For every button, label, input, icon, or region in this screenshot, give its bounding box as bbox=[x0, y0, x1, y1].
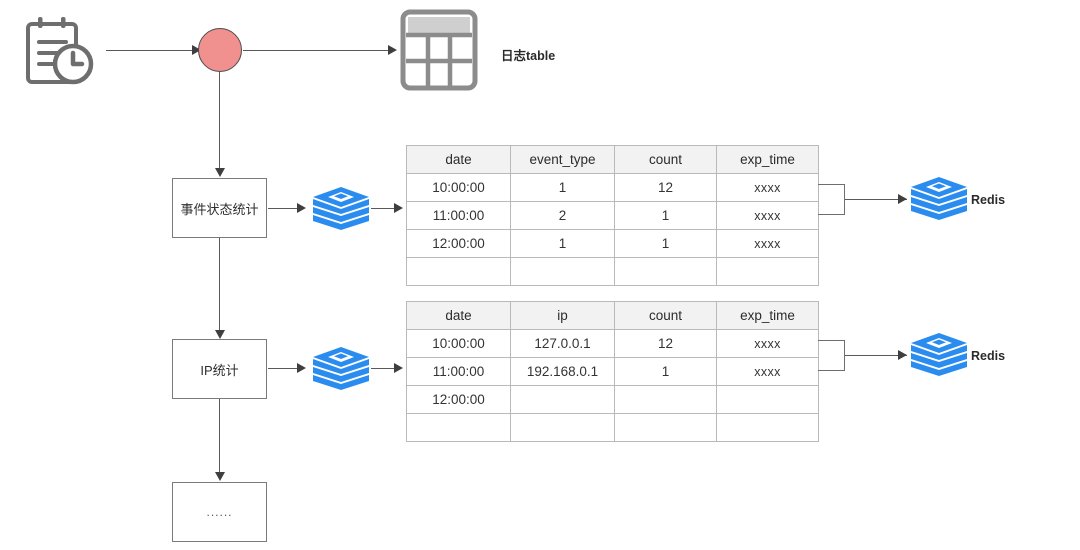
arrowhead-to-process-2 bbox=[214, 330, 225, 339]
bracket-connector-2 bbox=[818, 340, 845, 371]
connector-process1-to-redis1 bbox=[268, 208, 300, 209]
connector-process2-to-redis2 bbox=[268, 368, 300, 369]
table-row: 12:00:00 1 1 xxxx bbox=[406, 229, 819, 258]
arrowhead-to-process-1 bbox=[214, 168, 225, 177]
table-cell: xxxx bbox=[716, 329, 819, 358]
redis-store-icon-2 bbox=[910, 329, 968, 381]
table-header-cell: event_type bbox=[510, 145, 615, 174]
table-cell: 127.0.0.1 bbox=[510, 329, 615, 358]
table-header-cell: date bbox=[406, 301, 511, 330]
red-circle-node[interactable] bbox=[198, 28, 242, 72]
connector-redis1-to-table1 bbox=[371, 208, 397, 209]
table-cell bbox=[716, 385, 819, 414]
table-header-cell: ip bbox=[510, 301, 615, 330]
redis-store-label-2: Redis bbox=[971, 349, 1006, 363]
connector-process-1-to-2 bbox=[219, 238, 220, 331]
table-header-cell: exp_time bbox=[716, 301, 819, 330]
table-cell: xxxx bbox=[716, 201, 819, 230]
table-cell: 11:00:00 bbox=[406, 357, 511, 386]
arrowhead-to-process-3 bbox=[214, 472, 225, 481]
process-label: ...... bbox=[206, 505, 233, 519]
arrowhead-process1-to-redis1 bbox=[297, 202, 306, 213]
event-type-table: date event_type count exp_time 10:00:00 … bbox=[406, 145, 819, 286]
table-cell: 12:00:00 bbox=[406, 385, 511, 414]
arrowhead-table1-to-redis-store bbox=[898, 193, 907, 204]
redis-store-icon-1 bbox=[910, 173, 968, 225]
table-header-cell: count bbox=[614, 301, 717, 330]
redis-stack-icon-1 bbox=[312, 183, 370, 235]
table-row: 12:00:00 bbox=[406, 385, 819, 414]
arrowhead-redis2-to-table2 bbox=[394, 362, 403, 373]
table-row: 11:00:00 192.168.0.1 1 xxxx bbox=[406, 357, 819, 386]
redis-stack-icon-2 bbox=[312, 343, 370, 395]
connector-table1-to-redis-store bbox=[845, 199, 907, 200]
table-row: 10:00:00 1 12 xxxx bbox=[406, 173, 819, 202]
table-row bbox=[406, 257, 819, 286]
table-cell bbox=[614, 413, 717, 442]
ip-table: date ip count exp_time 10:00:00 127.0.0.… bbox=[406, 301, 819, 442]
connector-process-2-to-3 bbox=[219, 399, 220, 473]
table-cell: xxxx bbox=[716, 173, 819, 202]
process-label: IP统计 bbox=[200, 362, 239, 378]
process-box-more-stats[interactable]: ...... bbox=[172, 482, 267, 542]
table-cell bbox=[614, 257, 717, 286]
table-row bbox=[406, 413, 819, 442]
table-cell: 192.168.0.1 bbox=[510, 357, 615, 386]
clipboard-clock-icon bbox=[18, 12, 104, 92]
table-cell: xxxx bbox=[716, 357, 819, 386]
table-header-row: date ip count exp_time bbox=[406, 301, 819, 330]
table-cell bbox=[716, 413, 819, 442]
arrowhead-node-to-log-table bbox=[388, 44, 397, 55]
table-header-cell: exp_time bbox=[716, 145, 819, 174]
table-cell: 10:00:00 bbox=[406, 173, 511, 202]
table-row: 11:00:00 2 1 xxxx bbox=[406, 201, 819, 230]
connector-source-to-node bbox=[106, 50, 194, 51]
table-cell bbox=[510, 257, 615, 286]
table-cell: 10:00:00 bbox=[406, 329, 511, 358]
bracket-connector-1 bbox=[818, 184, 845, 215]
table-cell bbox=[510, 385, 615, 414]
table-cell: 12 bbox=[614, 173, 717, 202]
table-grid-icon bbox=[399, 8, 481, 92]
table-cell: 1 bbox=[614, 201, 717, 230]
process-label: 事件状态统计 bbox=[180, 201, 259, 217]
table-cell bbox=[406, 257, 511, 286]
connector-node-to-process-1 bbox=[219, 71, 220, 169]
table-cell bbox=[716, 257, 819, 286]
table-row: 10:00:00 127.0.0.1 12 xxxx bbox=[406, 329, 819, 358]
connector-redis2-to-table2 bbox=[371, 368, 397, 369]
table-cell: 1 bbox=[510, 229, 615, 258]
arrowhead-source-to-node bbox=[192, 44, 201, 55]
table-cell bbox=[406, 413, 511, 442]
table-header-cell: count bbox=[614, 145, 717, 174]
process-box-ip-stats[interactable]: IP统计 bbox=[172, 339, 267, 399]
arrowhead-process2-to-redis2 bbox=[297, 362, 306, 373]
table-cell: 1 bbox=[614, 229, 717, 258]
arrowhead-redis1-to-table1 bbox=[394, 202, 403, 213]
log-table-label: 日志table bbox=[501, 49, 556, 63]
arrowhead-table2-to-redis-store bbox=[898, 349, 907, 360]
table-cell: 12:00:00 bbox=[406, 229, 511, 258]
table-header-cell: date bbox=[406, 145, 511, 174]
table-cell bbox=[614, 385, 717, 414]
table-cell: 11:00:00 bbox=[406, 201, 511, 230]
table-header-row: date event_type count exp_time bbox=[406, 145, 819, 174]
table-cell: 1 bbox=[510, 173, 615, 202]
connector-node-to-log-table bbox=[243, 50, 391, 51]
table-cell: 12 bbox=[614, 329, 717, 358]
connector-table2-to-redis-store bbox=[845, 355, 907, 356]
table-cell bbox=[510, 413, 615, 442]
table-cell: xxxx bbox=[716, 229, 819, 258]
table-cell: 2 bbox=[510, 201, 615, 230]
redis-store-label-1: Redis bbox=[971, 193, 1006, 207]
process-box-event-status-stats[interactable]: 事件状态统计 bbox=[172, 178, 267, 238]
table-cell: 1 bbox=[614, 357, 717, 386]
